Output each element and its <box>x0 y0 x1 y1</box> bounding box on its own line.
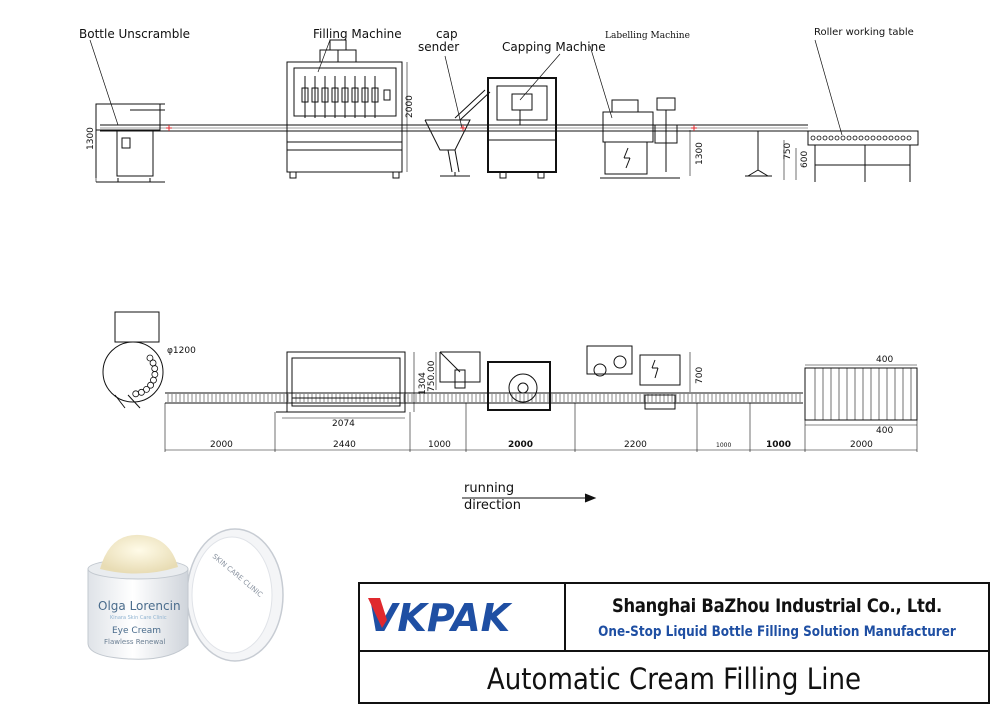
leader-lines <box>89 39 843 136</box>
dim-table-width-top: 400 <box>876 355 893 365</box>
dim-seg-4: 2000 <box>508 440 533 450</box>
roller <box>882 135 888 141</box>
product-sub-brand: Kinara Skin Care Clinic <box>110 615 167 621</box>
dim-unscramble-height: 1300 <box>86 127 96 150</box>
side-conveyor <box>100 124 808 132</box>
running-direction-arrow <box>462 493 597 503</box>
running-direction-line1: running <box>464 481 514 496</box>
dim-seg-5: 2200 <box>624 440 647 450</box>
label-cap-sender-2: sender <box>418 40 459 54</box>
logo-red-mark <box>368 598 387 628</box>
title-block: VKPAK Shanghai BaZhou Industrial Co., Lt… <box>358 582 990 704</box>
roller <box>840 135 846 141</box>
dim-filler-width: 2074 <box>332 419 355 429</box>
turntable-pocket <box>143 385 150 393</box>
top-dim-lines <box>164 352 918 452</box>
label-capping-machine: Capping Machine <box>502 40 606 54</box>
turntable-pocket <box>132 390 140 398</box>
product-image: SKIN CARE CLINIC Olga Lorencin Kinara Sk… <box>87 528 284 662</box>
dim-seg-6: 1000 <box>716 442 731 449</box>
top-roller-table <box>804 367 918 421</box>
dim-table-width-bottom: 400 <box>876 426 893 436</box>
turntable-pocket <box>151 365 159 372</box>
roller <box>846 135 852 141</box>
dim-roller-height-b: 600 <box>800 151 810 168</box>
label-cap-sender-1: cap <box>436 27 458 41</box>
side-roller-table <box>745 130 919 182</box>
roller <box>834 135 840 141</box>
running-direction-line2: direction <box>464 498 521 513</box>
turntable-pockets <box>132 354 159 398</box>
jar-lid <box>186 528 284 662</box>
roller <box>870 135 876 141</box>
dim-seg-7: 1000 <box>766 440 791 450</box>
product-tagline: Flawless Renewal <box>104 638 165 646</box>
top-roller-slats <box>814 368 912 420</box>
roller <box>906 135 912 141</box>
side-capping-machine <box>487 77 557 179</box>
roller <box>822 135 828 141</box>
product-name: Eye Cream <box>112 626 161 636</box>
dim-seg-3: 1000 <box>428 440 451 450</box>
roller <box>888 135 894 141</box>
company-cell: Shanghai BaZhou Industrial Co., Ltd. One… <box>566 584 988 650</box>
turntable-pocket <box>150 376 157 384</box>
turntable-pocket <box>149 359 157 367</box>
roller <box>876 135 882 141</box>
dim-filling-height: 2000 <box>405 95 415 118</box>
company-subtitle: One-Stop Liquid Bottle Filling Solution … <box>598 624 956 640</box>
turntable-pocket <box>147 381 154 389</box>
side-bottle-unscramble <box>95 103 165 183</box>
dim-capper-height: 750.00 <box>427 360 437 392</box>
dim-roller-height-a: 750 <box>783 143 793 160</box>
dim-seg-2: 2440 <box>333 440 356 450</box>
label-roller-table: Roller working table <box>814 27 914 38</box>
side-dim-lines <box>95 62 797 182</box>
roller <box>816 135 822 141</box>
top-filling-machine <box>276 351 406 413</box>
drawing-title-cell: Automatic Cream Filling Line <box>360 650 988 702</box>
top-turntable <box>102 311 164 409</box>
top-labelling-machine <box>586 345 681 410</box>
label-labelling-machine: Labelling Machine <box>605 31 690 41</box>
roller <box>900 135 906 141</box>
dim-labeller-depth: 700 <box>695 367 705 384</box>
roller <box>828 135 834 141</box>
roller <box>894 135 900 141</box>
top-capping-machine <box>439 351 551 411</box>
product-brand: Olga Lorencin <box>98 599 181 613</box>
roller <box>864 135 870 141</box>
dim-seg-8: 2000 <box>850 440 873 450</box>
dim-turntable-diameter: φ1200 <box>167 346 196 356</box>
conveyor-ticks <box>167 394 801 402</box>
side-filling-machine <box>286 39 403 179</box>
roller-dots <box>810 135 912 141</box>
dim-labelling-height: 1300 <box>695 142 705 165</box>
label-bottle-unscramble: Bottle Unscramble <box>79 27 190 41</box>
dim-filler-depth: 1304 <box>418 372 428 395</box>
turntable-pocket <box>151 371 159 378</box>
logo-text: VKPAK <box>368 596 513 640</box>
roller <box>810 135 816 141</box>
jar-body <box>87 534 189 660</box>
dim-seg-1: 2000 <box>210 440 233 450</box>
drawing-title: Automatic Cream Filling Line <box>486 662 862 696</box>
red-markers <box>166 125 697 131</box>
side-cap-sender <box>424 89 491 177</box>
company-name: Shanghai BaZhou Industrial Co., Ltd. <box>612 595 942 617</box>
turntable-pocket <box>146 354 154 362</box>
vkpak-logo: VKPAK <box>368 596 513 640</box>
side-labelling-machine <box>600 97 680 179</box>
label-filling-machine: Filling Machine <box>313 27 402 41</box>
logo-cell: VKPAK <box>360 584 566 650</box>
roller <box>858 135 864 141</box>
roller <box>852 135 858 141</box>
top-conveyor <box>165 392 803 404</box>
turntable-pocket <box>138 388 145 396</box>
